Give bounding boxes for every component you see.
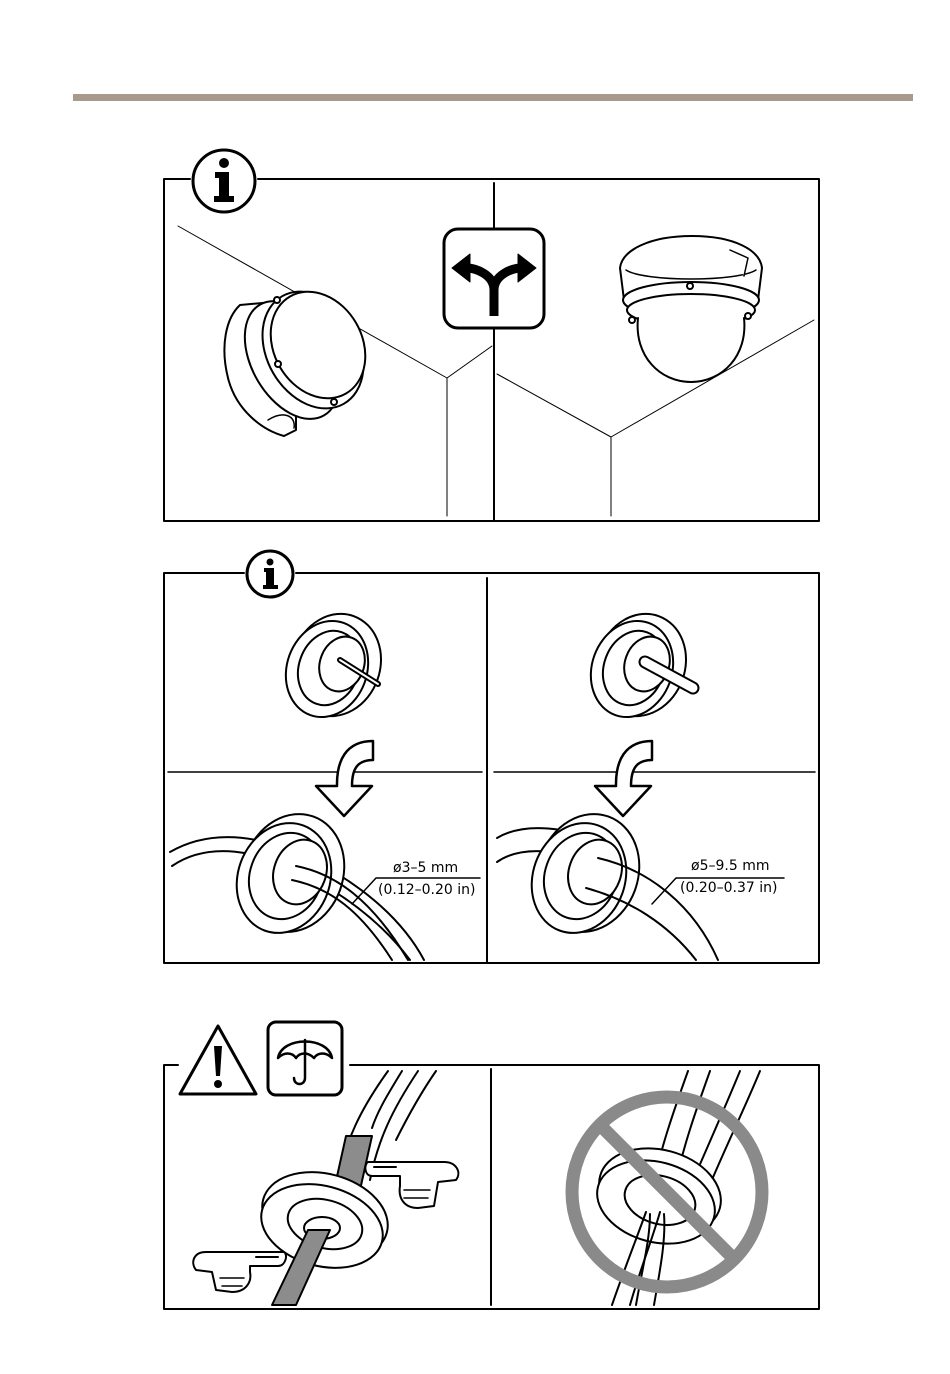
gasket-thin-cable-top — [273, 601, 395, 729]
fork-arrow-icon — [444, 229, 544, 328]
wall-mounted-dome-camera — [224, 273, 384, 436]
dim-label-left-inches: (0.12–0.20 in) — [378, 882, 475, 898]
panel-gasket-cable-routing — [164, 1022, 819, 1309]
panel-cable-gasket-sizes — [164, 551, 819, 963]
down-arrow-right — [595, 741, 652, 816]
ceiling-mounted-dome-camera — [620, 236, 762, 382]
warning-icon — [180, 1026, 256, 1094]
dim-label-left-diameter: ø3–5 mm — [393, 860, 458, 876]
down-arrow-left — [316, 741, 373, 816]
gasket-thin-cable-bottom — [170, 800, 424, 960]
dim-label-right-inches: (0.20–0.37 in) — [680, 880, 777, 896]
pointing-hand-left — [193, 1252, 286, 1292]
gasket-thick-cable-top — [578, 601, 700, 729]
info-icon — [247, 551, 293, 597]
umbrella-keep-dry-icon — [268, 1022, 342, 1095]
panel-mounting-options — [164, 150, 819, 521]
info-icon — [193, 150, 255, 212]
dim-label-right-diameter: ø5–9.5 mm — [691, 858, 769, 874]
